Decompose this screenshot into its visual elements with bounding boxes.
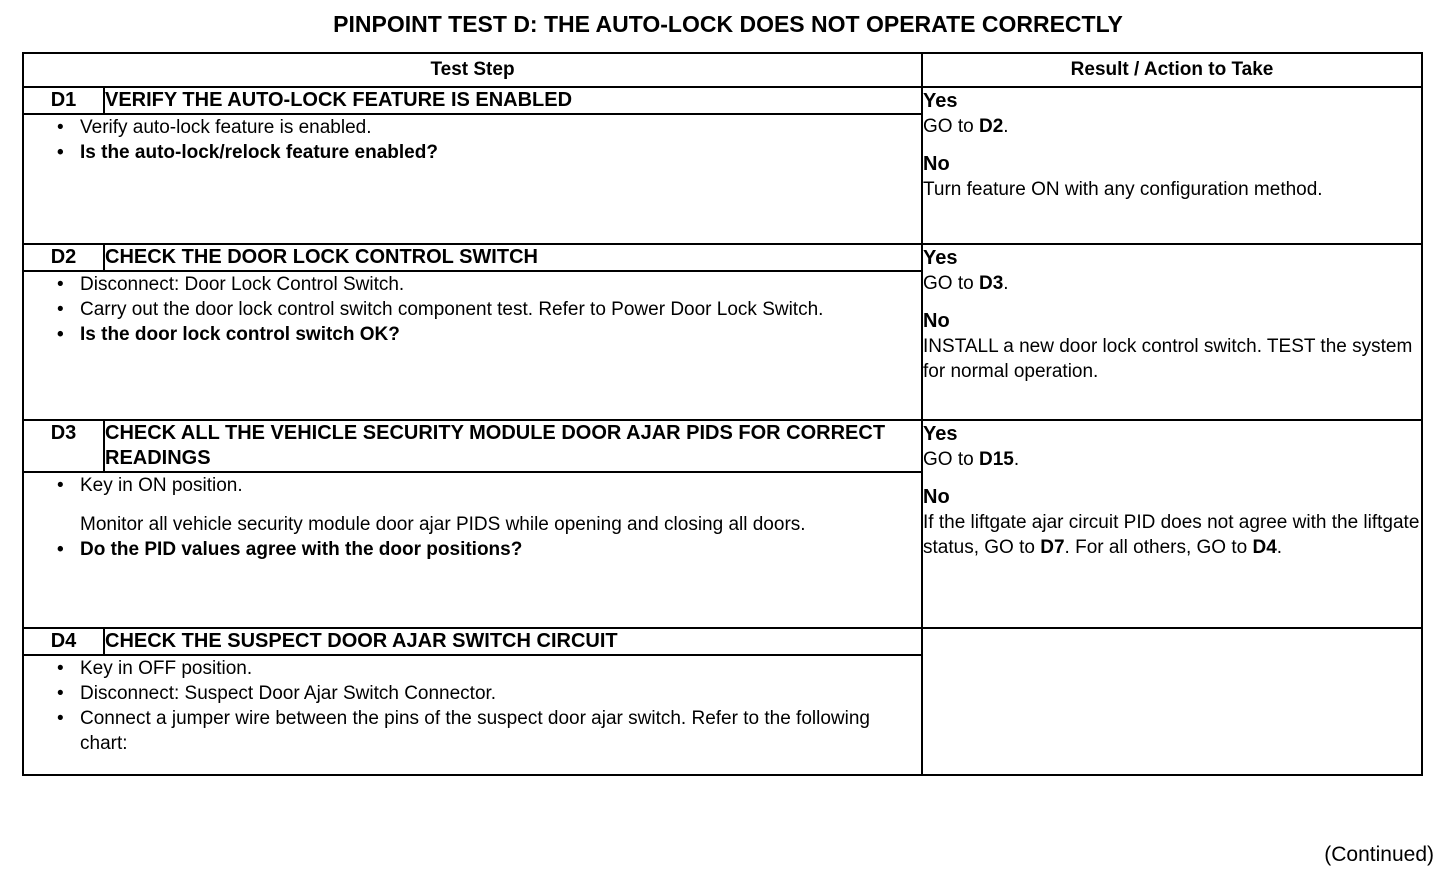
result-no-label-d2: No: [923, 310, 950, 332]
header-result-action: Result / Action to Take: [921, 52, 1424, 88]
result-yes-text-d1: GO to D2.: [923, 116, 1009, 137]
bullet-dot-icon: •: [57, 142, 64, 163]
result-no-label-d1: No: [923, 153, 950, 175]
result-yes-text-d3: GO to D15.: [923, 449, 1020, 470]
bullet-dot-icon: •: [57, 539, 64, 560]
step-id-d2: D2: [22, 243, 105, 272]
pinpoint-test-table: Test Step Result / Action to Take D1 VER…: [21, 52, 1424, 776]
table-row: D4 CHECK THE SUSPECT DOOR AJAR SWITCH CI…: [22, 627, 1424, 776]
result-no-label-d3: No: [923, 486, 950, 508]
step-id-d4: D4: [22, 627, 105, 656]
bullet-dot-icon: •: [57, 324, 64, 345]
result-cell-d2: Yes GO to D3. No INSTALL a new door lock…: [921, 243, 1424, 421]
list-item: •Is the door lock control switch OK?: [57, 324, 400, 345]
table-row: D3 CHECK ALL THE VEHICLE SECURITY MODULE…: [22, 419, 1424, 629]
table-row: D2 CHECK THE DOOR LOCK CONTROL SWITCH Ye…: [22, 243, 1424, 421]
bullet-dot-icon: •: [57, 658, 64, 679]
result-yes-text-d2: GO to D3.: [923, 273, 1009, 294]
list-item: •Connect a jumper wire between the pins …: [57, 708, 870, 754]
bullet-list-d3: •Key in ON position. Monitor all vehicle…: [24, 473, 921, 562]
result-cell-d4: [921, 627, 1424, 776]
step-id-d1: D1: [22, 86, 105, 115]
step-body-d1: •Verify auto-lock feature is enabled. •I…: [21, 113, 924, 245]
table-row: •Key in ON position. Monitor all vehicle…: [21, 471, 1422, 629]
bullet-dot-icon: •: [57, 117, 64, 138]
result-yes-label-d2: Yes: [923, 247, 958, 269]
bullet-dot-icon: •: [57, 708, 64, 729]
bullet-dot-icon: •: [57, 299, 64, 320]
list-item: •Carry out the door lock control switch …: [57, 299, 824, 320]
list-item: Monitor all vehicle security module door…: [80, 514, 806, 535]
bullet-list-d1: •Verify auto-lock feature is enabled. •I…: [24, 115, 921, 165]
result-no-text-d2: INSTALL a new door lock control switch. …: [923, 336, 1413, 382]
list-item: •Disconnect: Suspect Door Ajar Switch Co…: [57, 683, 497, 704]
table-row: D1 VERIFY THE AUTO-LOCK FEATURE IS ENABL…: [22, 86, 1424, 245]
list-item: •Verify auto-lock feature is enabled.: [57, 117, 372, 138]
page-title: PINPOINT TEST D: THE AUTO-LOCK DOES NOT …: [333, 11, 1123, 37]
table-row: •Disconnect: Door Lock Control Switch. •…: [21, 270, 1422, 421]
step-id-d3: D3: [22, 419, 105, 473]
continued-note: (Continued): [1324, 843, 1434, 866]
list-item: •Is the auto-lock/relock feature enabled…: [57, 142, 438, 163]
list-item: •Key in ON position.: [57, 475, 243, 496]
result-yes-label-d1: Yes: [923, 90, 958, 112]
step-heading-d1: VERIFY THE AUTO-LOCK FEATURE IS ENABLED: [102, 86, 924, 115]
step-body-d4: •Key in OFF position. •Disconnect: Suspe…: [21, 654, 924, 776]
result-cell-d3: Yes GO to D15. No If the liftgate ajar c…: [921, 419, 1424, 629]
list-item: •Disconnect: Door Lock Control Switch.: [57, 274, 405, 295]
bullet-list-d2: •Disconnect: Door Lock Control Switch. •…: [24, 272, 921, 347]
table-row: •Key in OFF position. •Disconnect: Suspe…: [21, 654, 1422, 776]
step-body-d3: •Key in ON position. Monitor all vehicle…: [21, 471, 924, 629]
header-test-step: Test Step: [21, 52, 924, 88]
step-heading-d2: CHECK THE DOOR LOCK CONTROL SWITCH: [102, 243, 924, 272]
step-heading-d3: CHECK ALL THE VEHICLE SECURITY MODULE DO…: [102, 419, 924, 473]
step-heading-d4: CHECK THE SUSPECT DOOR AJAR SWITCH CIRCU…: [102, 627, 924, 656]
result-cell-d1: Yes GO to D2. No Turn feature ON with an…: [921, 86, 1424, 245]
list-item: •Do the PID values agree with the door p…: [57, 539, 523, 560]
bullet-dot-icon: •: [57, 475, 64, 496]
bullet-list-d4: •Key in OFF position. •Disconnect: Suspe…: [24, 656, 921, 756]
bullet-dot-icon: •: [57, 683, 64, 704]
bullet-dot-icon: •: [57, 274, 64, 295]
step-body-d2: •Disconnect: Door Lock Control Switch. •…: [21, 270, 924, 421]
table-header-row: Test Step Result / Action to Take: [21, 52, 1424, 88]
table-row: •Verify auto-lock feature is enabled. •I…: [21, 113, 1422, 245]
result-no-text-d3: If the liftgate ajar circuit PID does no…: [923, 512, 1420, 558]
result-yes-label-d3: Yes: [923, 423, 958, 445]
list-item: •Key in OFF position.: [57, 658, 253, 679]
result-no-text-d1: Turn feature ON with any configuration m…: [923, 179, 1323, 200]
